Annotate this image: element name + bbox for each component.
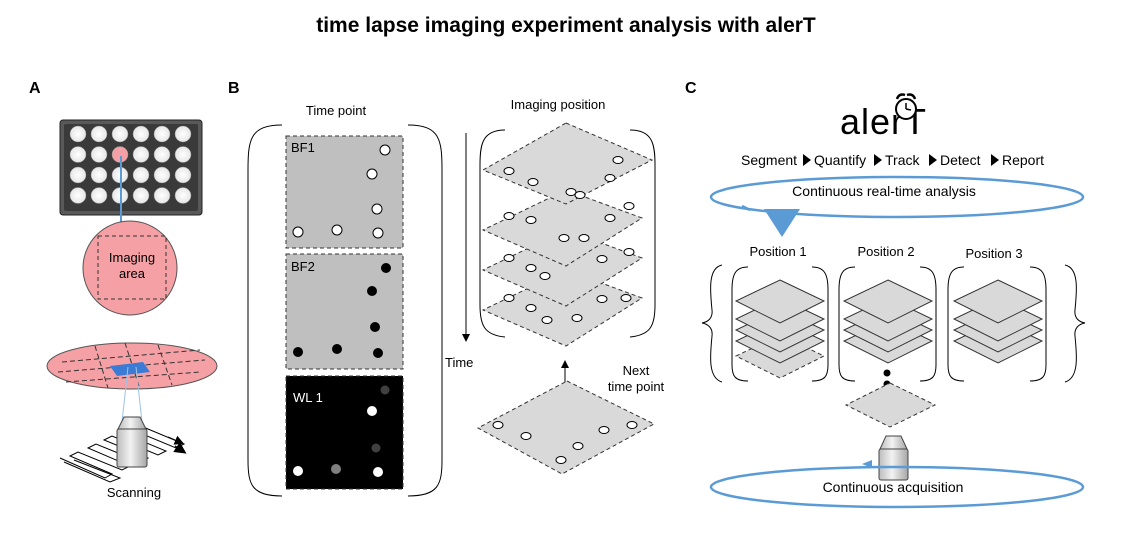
- plate-well: [69, 146, 87, 163]
- alert-logo: alerT: [840, 93, 926, 142]
- pipeline-arrow-icon: [929, 154, 937, 166]
- plate-well: [153, 187, 171, 204]
- plate-well: [90, 146, 108, 163]
- pipeline-step-report: Report: [1002, 152, 1044, 168]
- plate-well: [174, 166, 192, 184]
- objective-lens-c: [878, 435, 909, 481]
- continuous-analysis-label: Continuous real-time analysis: [792, 183, 976, 199]
- plate-well: [174, 146, 192, 163]
- plate-well: [153, 146, 171, 163]
- plate-well: [132, 146, 150, 163]
- panel-a-label: A: [29, 80, 41, 97]
- imaging-position-stack: [481, 122, 654, 347]
- plate-well: [69, 166, 87, 184]
- scanning-stage: [46, 342, 218, 483]
- panel-b-label: B: [228, 80, 240, 97]
- plate-well: [90, 187, 108, 204]
- plate-well: [174, 125, 192, 143]
- next-time-point-plane: [476, 380, 656, 475]
- pipeline-arrow-icon: [874, 154, 882, 166]
- imaging-area-label-1: Imaging: [109, 250, 155, 265]
- plate-well: [132, 166, 150, 184]
- scanning-label: Scanning: [107, 485, 161, 500]
- analysis-funnel-icon: [764, 209, 800, 237]
- objective-lens-a: [116, 416, 148, 468]
- acquired-plane: [844, 382, 937, 428]
- pipeline-step-segment: Segment: [741, 152, 797, 168]
- pipeline-arrow-icon: [991, 154, 999, 166]
- alarm-clock-icon: [895, 93, 917, 120]
- wl1-label: WL 1: [293, 390, 323, 405]
- position-2-stack: [838, 266, 937, 382]
- plate-well: [132, 125, 150, 143]
- bf1-image: BF1: [285, 135, 404, 249]
- panel-c-label: C: [685, 80, 697, 97]
- analysis-loop: [709, 175, 1085, 219]
- pipeline-step-detect: Detect: [940, 152, 981, 168]
- plate-well: [69, 187, 87, 204]
- pipeline-arrow-icon: [803, 154, 811, 166]
- wl1-image: WL 1: [285, 375, 404, 490]
- plate-well: [90, 166, 108, 184]
- acquisition-loop: [709, 465, 1085, 509]
- plate-well: [153, 166, 171, 184]
- figure-title: time lapse imaging experiment analysis w…: [316, 14, 816, 37]
- plate-well: [111, 125, 129, 143]
- plate-well: [132, 187, 150, 204]
- position-3-stack: [947, 266, 1047, 382]
- plate-well: [153, 125, 171, 143]
- position-1-label: Position 1: [749, 244, 806, 259]
- bf1-label: BF1: [291, 140, 315, 155]
- pipeline-steps: Segment Quantify Track Detect Report: [741, 152, 1044, 168]
- plate-well: [90, 125, 108, 143]
- continuous-acquisition-label: Continuous acquisition: [823, 479, 964, 495]
- next-time-point-label-2: time point: [608, 379, 665, 394]
- plate-well: [69, 125, 87, 143]
- position-3-label: Position 3: [965, 246, 1022, 261]
- imaging-area-label-2: area: [119, 266, 146, 281]
- well-plate: [59, 119, 203, 216]
- bf2-image: BF2: [285, 253, 404, 370]
- time-point-label: Time point: [306, 103, 367, 118]
- pipeline-step-track: Track: [885, 152, 920, 168]
- position-2-label: Position 2: [857, 244, 914, 259]
- imaging-area: Imaging area: [82, 156, 178, 316]
- next-time-point-label-1: Next: [623, 363, 650, 378]
- imaging-position-label: Imaging position: [511, 97, 606, 112]
- position-1-stack: [731, 266, 829, 382]
- pipeline-step-quantify: Quantify: [814, 152, 866, 168]
- time-label: Time: [445, 355, 473, 370]
- bf2-label: BF2: [291, 259, 315, 274]
- plate-well: [174, 187, 192, 204]
